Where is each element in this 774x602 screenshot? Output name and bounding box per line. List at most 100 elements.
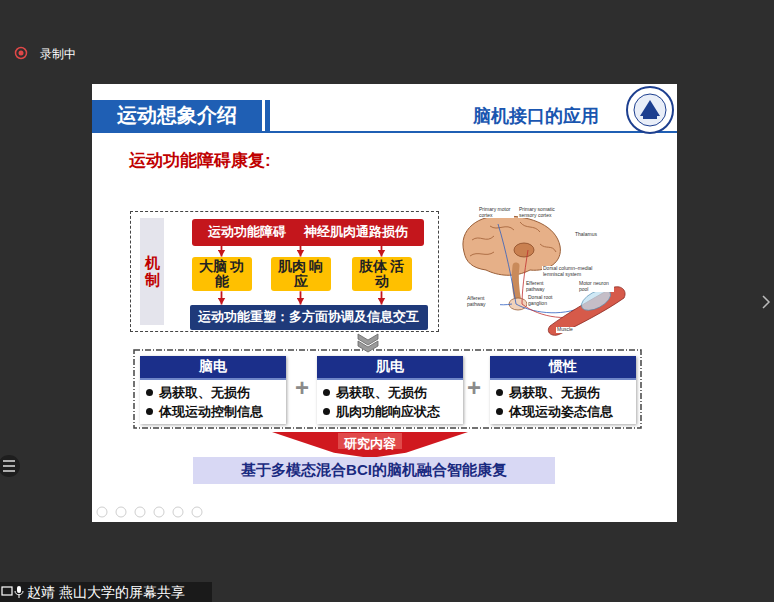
- sensor-group-frame: [134, 350, 641, 428]
- bullet-dot: [496, 408, 503, 415]
- factor-box: 肌肉 响应: [271, 257, 331, 292]
- connector-arrow: [300, 291, 302, 304]
- bullet-dot: [323, 408, 330, 415]
- toolbar-icon: [173, 507, 183, 517]
- figure-label: Motor neuron pool: [578, 281, 614, 292]
- chevron-lower: [358, 341, 378, 352]
- topic-heading: 运动功能障碍康复:: [129, 149, 271, 172]
- connector-arrow: [221, 291, 223, 304]
- problem-box: 运动功能障碍神经肌肉通路损伤: [192, 219, 424, 246]
- bullet-row: 体现运动控制信息: [146, 402, 280, 421]
- figure-label: Primary motor cortex: [478, 207, 514, 218]
- bullet-text: 易获取、无损伤: [159, 383, 250, 402]
- box-text: 神经肌肉通路损伤: [304, 223, 408, 241]
- figure-label: Primary somatic sensory cortex: [518, 207, 560, 218]
- research-arrow: 研究内容: [272, 432, 468, 458]
- bullet-dot: [496, 389, 503, 396]
- card-body: 易获取、无损伤体现运动姿态信息: [490, 380, 636, 424]
- connector-arrow: [221, 246, 223, 257]
- record-ring: [16, 48, 27, 59]
- toolbar-icon: [192, 507, 202, 517]
- brain-gyri: [470, 222, 556, 256]
- result-box: 运动功能重塑：多方面协调及信息交互: [190, 305, 428, 330]
- share-banner: [0, 582, 212, 602]
- label-column: 机制: [140, 218, 164, 325]
- bullet-row: 易获取、无损伤: [496, 383, 630, 402]
- bullet-row: 体现运动姿态信息: [496, 402, 630, 421]
- research-box: 基于多模态混合BCI的脑机融合智能康复: [193, 457, 555, 484]
- box-text: 肌肉 响应: [275, 259, 327, 290]
- factor-box: 大脑 功能: [192, 257, 252, 292]
- bullet-text: 易获取、无损伤: [509, 383, 600, 402]
- slide-ground: [92, 84, 677, 522]
- bullet-row: 肌肉功能响应状态: [323, 402, 457, 421]
- figure-label: Dorsal column–medial lemniscal system: [542, 266, 594, 277]
- brainstem: [515, 266, 518, 302]
- toolbar-icon: [116, 507, 126, 517]
- plus-sign: +: [295, 376, 309, 400]
- figure-label: Thalamus: [574, 232, 606, 238]
- slide-toolbar: [97, 507, 202, 517]
- arrow-text: 研究内容: [272, 432, 468, 453]
- header-rule: [92, 131, 677, 133]
- toolbar-icon: [154, 507, 164, 517]
- neural-pathway-illustration: [463, 216, 625, 335]
- bullet-dot: [323, 389, 330, 396]
- box-text: 大脑 功能: [196, 259, 248, 290]
- bullet-text: 体现运动控制信息: [159, 402, 263, 421]
- list-button-ground: [0, 455, 20, 477]
- logo-mark: [640, 100, 660, 116]
- signal-card: 肌电易获取、无损伤肌肉功能响应状态: [317, 356, 463, 424]
- card-body: 易获取、无损伤肌肉功能响应状态: [317, 380, 463, 424]
- bullet-dot: [146, 389, 153, 396]
- logo-base: [643, 116, 657, 119]
- section-heading: 脑机接口的应用: [473, 104, 599, 128]
- bullet-dot: [146, 408, 153, 415]
- card-body: 易获取、无损伤体现运动控制信息: [140, 380, 286, 424]
- screen-icon: [2, 587, 12, 595]
- slide-title: 运动想象介绍: [92, 100, 262, 131]
- vertical-label: 机制: [145, 255, 160, 288]
- connector-arrow: [381, 291, 383, 304]
- signal-card: 脑电易获取、无损伤体现运动控制信息: [140, 356, 286, 424]
- signal-card: 惯性易获取、无损伤体现运动姿态信息: [490, 356, 636, 424]
- bullet-text: 肌肉功能响应状态: [336, 402, 440, 421]
- figure-label: Efferent pathway: [525, 281, 559, 292]
- arm-muscle: [548, 287, 625, 336]
- box-text: 肢体 活动: [356, 259, 408, 290]
- status-text: 录制中: [40, 46, 76, 63]
- connector-arrow: [300, 246, 302, 257]
- factor-box: 肢体 活动: [352, 257, 412, 292]
- list-icon: [3, 461, 15, 471]
- bullet-row: 易获取、无损伤: [323, 383, 457, 402]
- mic-stand: [15, 591, 23, 598]
- bullet-row: 易获取、无损伤: [146, 383, 280, 402]
- toolbar-icon: [135, 507, 145, 517]
- box-text: 基于多模态混合BCI的脑机融合智能康复: [241, 461, 507, 480]
- arrow-fill: [272, 432, 468, 458]
- presenter-text: 赵靖 燕山大学的屏幕共享: [27, 584, 185, 602]
- header-bar: [92, 100, 262, 131]
- bullet-text: 体现运动姿态信息: [509, 402, 613, 421]
- card-heading: 肌电: [317, 356, 463, 380]
- mic-icon: [17, 586, 21, 593]
- mechanism-frame: 机制 运动功能障碍神经肌肉通路损伤大脑 功能肌肉 响应肢体 活动运动功能重塑：多方…: [130, 211, 439, 332]
- toolbar-icon: [97, 507, 107, 517]
- figure-label: Afferent pathway: [466, 296, 500, 307]
- box-text: 运动功能重塑：多方面协调及信息交互: [198, 309, 419, 326]
- record-dot: [19, 51, 24, 56]
- down-chevron: [358, 334, 378, 352]
- list-button: [0, 455, 20, 477]
- logo-ring: [627, 87, 673, 133]
- figure-label: Muscle: [556, 327, 582, 333]
- header-divider: [265, 100, 270, 131]
- card-heading: 脑电: [140, 356, 286, 380]
- plus-sign: +: [467, 376, 481, 400]
- university-logo: [627, 87, 673, 133]
- card-heading: 惯性: [490, 356, 636, 380]
- figure-label: Dorsal root ganglion: [527, 295, 565, 306]
